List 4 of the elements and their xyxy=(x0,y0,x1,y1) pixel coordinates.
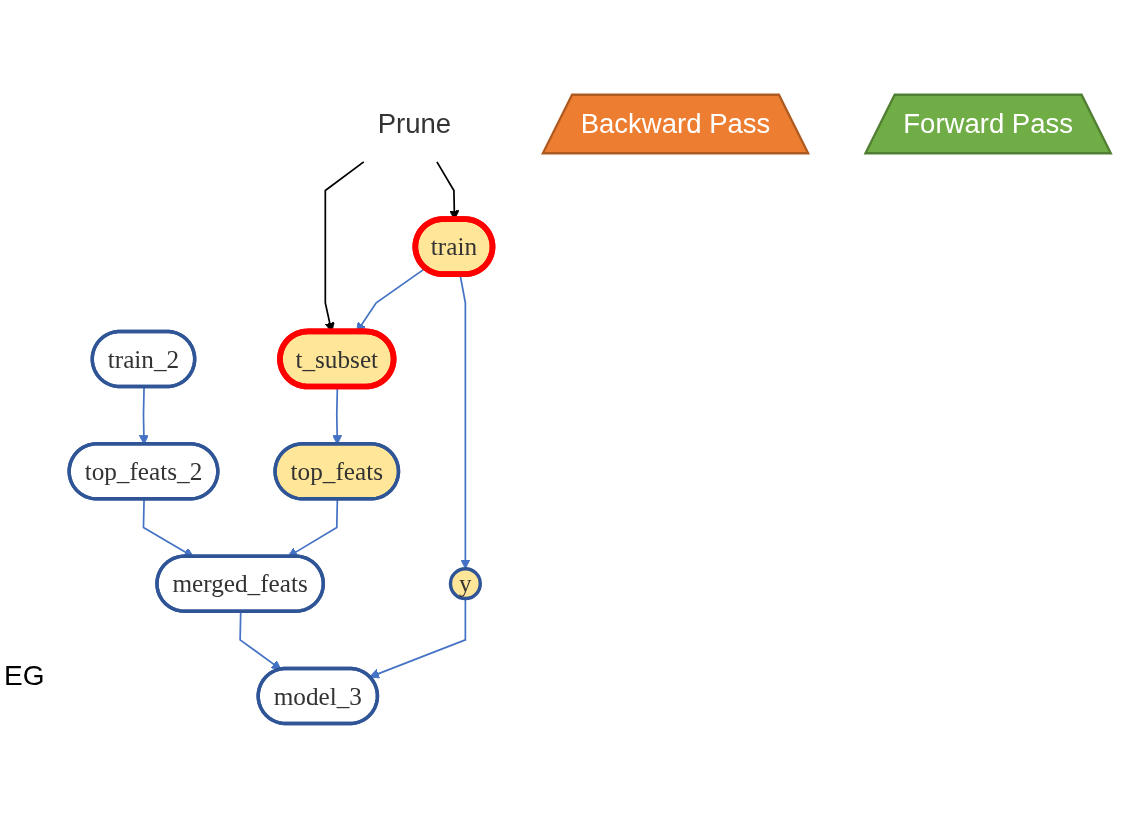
node-circle: y xyxy=(448,567,482,601)
arrow xyxy=(239,611,282,671)
note-text: EG xyxy=(4,660,45,692)
node-text: Prune xyxy=(377,108,452,140)
